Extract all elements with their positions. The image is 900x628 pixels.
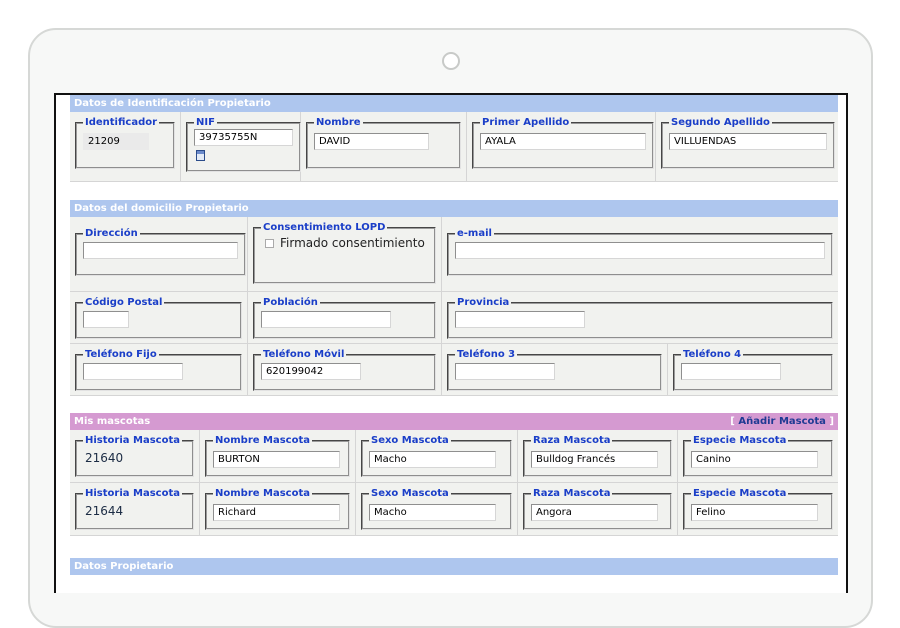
pet-row: Historia Mascota 21640 Nombre Mascota BU… [70,430,838,483]
field-provincia: Provincia [442,292,838,343]
pets-section: Mis mascotas [ Añadir Mascota ] Historia… [70,413,838,536]
field-label: Primer Apellido [482,117,570,128]
codigo-postal-input[interactable] [83,311,129,328]
field-label: Identificador [85,117,158,128]
pets-title: Mis mascotas [74,416,151,427]
pet-raza-input[interactable]: Bulldog Francés [531,451,658,468]
telefono-3-input[interactable] [455,363,555,380]
field-sexo-mascota: Sexo Mascota Macho [356,430,518,482]
bracket: ] [829,416,834,427]
field-nombre-mascota: Nombre Mascota Richard [200,483,356,535]
field-historia-mascota: Historia Mascota 21644 [70,483,200,535]
field-label: Teléfono Fijo [85,349,157,360]
field-identificador: Identificador 21209 [70,112,181,181]
pet-row: Historia Mascota 21644 Nombre Mascota Ri… [70,483,838,536]
telefono-4-input[interactable] [681,363,781,380]
field-label: Sexo Mascota [371,435,449,446]
field-label: Población [263,297,318,308]
field-segundo-apellido: Segundo Apellido VILLUENDAS [656,112,838,181]
field-raza-mascota: Raza Mascota Angora [518,483,678,535]
section-title-owner-data: Datos Propietario [70,558,838,575]
field-label: Teléfono 4 [683,349,742,360]
field-label: Nombre Mascota [215,435,310,446]
pet-especie-input[interactable]: Felino [691,504,818,521]
historia-value: 21640 [85,451,124,465]
app-screen: Datos de Identificación Propietario Iden… [54,93,848,593]
field-label: Sexo Mascota [371,488,449,499]
camera-icon [442,52,460,70]
telefono-fijo-input[interactable] [83,363,183,380]
field-telefono-movil: Teléfono Móvil 620199042 [248,344,442,395]
add-pet-label[interactable]: Añadir Mascota [738,416,826,427]
field-direccion: Dirección [70,217,248,291]
field-especie-mascota: Especie Mascota Canino [678,430,838,482]
segundo-apellido-input[interactable]: VILLUENDAS [669,133,827,150]
field-raza-mascota: Raza Mascota Bulldog Francés [518,430,678,482]
pet-sexo-input[interactable]: Macho [369,504,496,521]
field-label: Raza Mascota [533,435,611,446]
nif-input[interactable]: 39735755N [194,129,293,146]
field-label: NIF [196,117,215,128]
field-label: Nombre [316,117,361,128]
field-label: Código Postal [85,297,163,308]
bracket: [ [730,416,735,427]
field-historia-mascota: Historia Mascota 21640 [70,430,200,482]
pet-nombre-input[interactable]: BURTON [213,451,340,468]
field-nombre: Nombre DAVID [301,112,467,181]
lopd-checkbox-row[interactable]: Firmado consentimiento [261,234,428,252]
field-poblacion: Población [248,292,442,343]
field-label: Raza Mascota [533,488,611,499]
field-sexo-mascota: Sexo Mascota Macho [356,483,518,535]
email-input[interactable] [455,242,825,259]
field-primer-apellido: Primer Apellido AYALA [467,112,656,181]
field-telefono-3: Teléfono 3 [442,344,668,395]
provincia-input[interactable] [455,311,585,328]
field-label: Provincia [457,297,510,308]
field-label: Especie Mascota [693,435,787,446]
owner-data-section: Datos Propietario [70,558,838,575]
field-codigo-postal: Código Postal [70,292,248,343]
address-section: Datos del domicilio Propietario Direcció… [70,200,838,396]
direccion-input[interactable] [83,242,238,259]
pet-raza-input[interactable]: Angora [531,504,658,521]
owner-id-section: Datos de Identificación Propietario Iden… [70,95,838,182]
field-label: Teléfono 3 [457,349,516,360]
telefono-movil-input[interactable]: 620199042 [261,363,361,380]
field-label: Segundo Apellido [671,117,770,128]
lopd-checkbox[interactable] [265,239,274,248]
pet-nombre-input[interactable]: Richard [213,504,340,521]
field-label: Consentimiento LOPD [263,222,386,233]
pet-sexo-input[interactable]: Macho [369,451,496,468]
historia-value: 21644 [85,504,124,518]
nombre-input[interactable]: DAVID [314,133,429,150]
field-label: Historia Mascota [85,488,180,499]
field-lopd: Consentimiento LOPD Firmado consentimien… [248,217,442,291]
field-label: Especie Mascota [693,488,787,499]
field-telefono-fijo: Teléfono Fijo [70,344,248,395]
field-label: Historia Mascota [85,435,180,446]
field-especie-mascota: Especie Mascota Felino [678,483,838,535]
lopd-checkbox-label: Firmado consentimiento [280,236,425,250]
section-title-pets: Mis mascotas [ Añadir Mascota ] [70,413,838,430]
field-label: Dirección [85,228,138,239]
field-nif: NIF 39735755N [181,112,301,181]
calculator-icon[interactable] [196,150,205,161]
section-title-address: Datos del domicilio Propietario [70,200,838,217]
field-telefono-4: Teléfono 4 [668,344,838,395]
pet-especie-input[interactable]: Canino [691,451,818,468]
primer-apellido-input[interactable]: AYALA [480,133,646,150]
field-label: Teléfono Móvil [263,349,345,360]
section-title-owner-id: Datos de Identificación Propietario [70,95,838,112]
poblacion-input[interactable] [261,311,391,328]
identificador-input[interactable]: 21209 [83,133,149,150]
field-label: Nombre Mascota [215,488,310,499]
field-nombre-mascota: Nombre Mascota BURTON [200,430,356,482]
field-label: e-mail [457,228,492,239]
field-email: e-mail [442,217,838,291]
add-pet-link[interactable]: [ Añadir Mascota ] [730,414,834,429]
